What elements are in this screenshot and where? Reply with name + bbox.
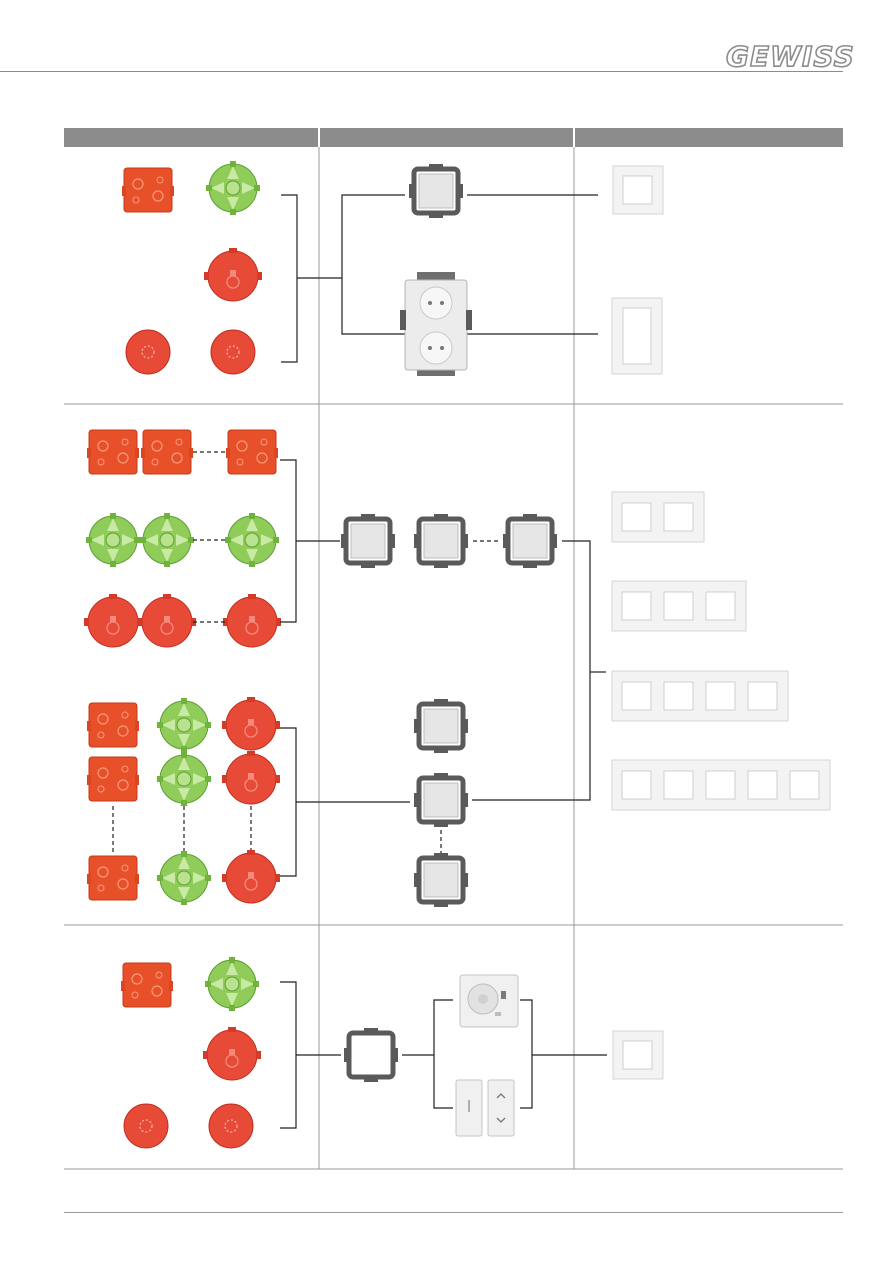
round-red-small-box — [125, 329, 171, 375]
single-support-frame — [414, 699, 468, 753]
plate-1-place — [612, 165, 664, 215]
double-socket-support — [400, 272, 472, 376]
rocker-switch-device — [455, 1079, 483, 1137]
row3-connectors — [280, 981, 607, 1129]
column-header-boxes — [64, 128, 318, 147]
round-red-small-box — [210, 329, 256, 375]
row3-boxes — [120, 956, 262, 1149]
square-box — [86, 855, 140, 901]
column-header-supports — [320, 128, 573, 147]
single-support-frame — [409, 164, 463, 218]
round-red-box — [83, 593, 143, 648]
empty-support-frame — [344, 1028, 398, 1082]
top-rule — [0, 71, 843, 72]
gewiss-logo: GEWISS — [725, 39, 855, 74]
plate-5-place — [611, 759, 831, 811]
round-red-box — [202, 1026, 262, 1081]
square-box — [225, 429, 279, 475]
row1-connectors — [281, 194, 598, 363]
plate-vertical-2-place — [611, 297, 663, 375]
shutter-switch-device — [487, 1079, 515, 1137]
round-green-box — [139, 512, 195, 568]
single-support-frame — [414, 853, 468, 907]
square-box — [86, 429, 140, 475]
plate-4-place — [611, 670, 789, 722]
single-support-frame — [503, 514, 557, 568]
round-red-box — [221, 696, 281, 751]
round-green-box — [224, 512, 280, 568]
round-red-box — [222, 593, 282, 648]
plate-1-place — [612, 1030, 664, 1080]
round-green-box — [205, 160, 261, 216]
round-red-box — [203, 247, 263, 302]
round-green-box — [85, 512, 141, 568]
round-red-small-box — [208, 1103, 254, 1149]
square-box — [140, 429, 194, 475]
row2-dashes — [112, 451, 500, 856]
square-box — [86, 702, 140, 748]
single-support-frame — [341, 514, 395, 568]
thermostat-device — [459, 974, 519, 1028]
square-box — [86, 756, 140, 802]
square-box — [121, 167, 175, 213]
row-separators — [64, 403, 843, 1170]
round-green-box — [156, 751, 212, 807]
row1-boxes — [121, 160, 263, 375]
round-green-box — [156, 850, 212, 906]
single-support-frame — [414, 773, 468, 827]
column-header-plates — [575, 128, 843, 147]
round-red-small-box — [123, 1103, 169, 1149]
row2-boxes-horizontal — [83, 429, 282, 648]
round-red-box — [137, 593, 197, 648]
row2-connectors — [280, 459, 606, 877]
column-separators — [318, 147, 575, 1169]
plate-2-place — [611, 491, 705, 543]
row2-boxes-vertical — [86, 696, 281, 906]
round-green-box — [156, 697, 212, 753]
round-green-box — [204, 956, 260, 1012]
square-box — [120, 962, 174, 1008]
bottom-rule — [64, 1212, 843, 1213]
round-red-box — [221, 849, 281, 904]
round-red-box — [221, 750, 281, 805]
plate-3-place — [611, 580, 747, 632]
single-support-frame — [414, 514, 468, 568]
